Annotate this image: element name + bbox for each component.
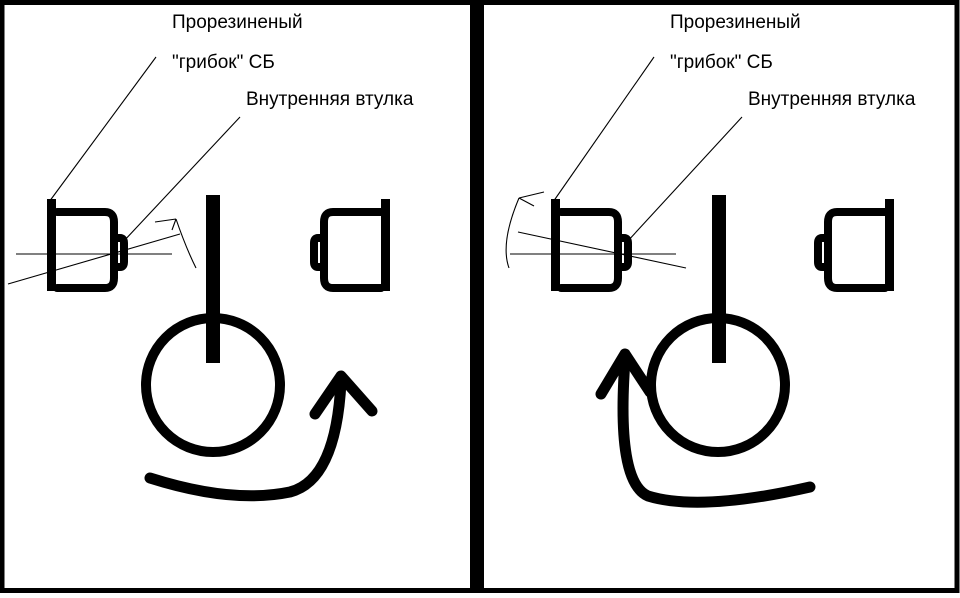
inner-bushing-nub-right <box>814 234 832 271</box>
rotation-circle <box>141 313 285 457</box>
panel-right: Прорезиненый "грибок" СБ Внутренняя втул… <box>505 12 916 508</box>
small-hint-arrow-shaft <box>175 218 197 269</box>
rubber-mushroom-body-right <box>320 208 385 292</box>
mounting-plate-right <box>885 199 894 291</box>
mounting-plate-left <box>47 199 56 291</box>
label-rubber-mushroom-line1: Прорезиненый <box>172 12 303 33</box>
leader-line-inner-bushing <box>121 116 241 244</box>
small-hint-arrow-shaft <box>505 197 520 269</box>
rubber-mushroom-body-right <box>824 208 889 292</box>
small-hint-arrow-head <box>154 218 177 231</box>
rubber-mushroom-body-left <box>557 208 622 292</box>
label-rubber-mushroom-line2: "грибок" СБ <box>670 52 773 73</box>
label-inner-bushing: Внутренняя втулка <box>748 89 916 110</box>
inner-bushing-nub-left <box>614 234 632 271</box>
mounting-plate-left <box>551 199 560 291</box>
direction-arrow-shaft <box>144 376 347 502</box>
panel-divider <box>470 2 484 591</box>
inner-bushing-nub-left <box>110 234 128 271</box>
label-rubber-mushroom-line2: "грибок" СБ <box>172 52 275 73</box>
leader-line-inner-bushing <box>625 116 743 244</box>
direction-arrow-head <box>595 348 656 400</box>
rotation-post <box>712 195 726 363</box>
inner-bushing-nub-right <box>310 234 328 271</box>
label-rubber-mushroom-line1: Прорезиненый <box>670 12 801 33</box>
rotation-post <box>206 195 220 363</box>
mounting-plate-right <box>381 199 390 291</box>
section-diagonal-line <box>7 233 181 285</box>
rubber-mushroom-body-left <box>53 208 118 292</box>
direction-arrow-shaft <box>617 354 816 508</box>
small-hint-arrow-head <box>518 191 545 207</box>
leader-line-rubber-mushroom <box>48 56 157 203</box>
section-diagonal-line <box>517 231 687 269</box>
label-inner-bushing: Внутренняя втулка <box>246 89 414 110</box>
direction-arrow-head <box>309 370 378 420</box>
panel-left: Прорезиненый "грибок" СБ Внутренняя втул… <box>7 12 414 502</box>
leader-line-rubber-mushroom <box>552 56 655 203</box>
